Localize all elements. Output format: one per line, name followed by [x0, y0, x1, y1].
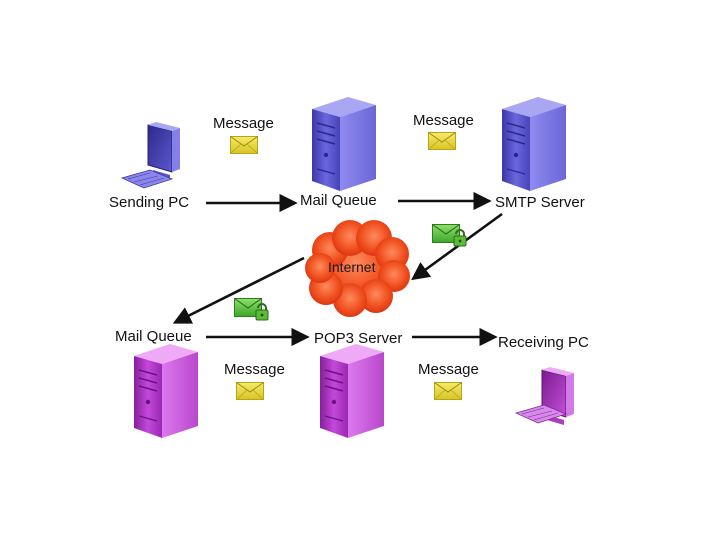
- sending-pc-computer-icon: [120, 122, 180, 189]
- message-label-4: Message: [418, 361, 479, 378]
- envelope-icon: [434, 382, 462, 400]
- message-label-3: Message: [224, 361, 285, 378]
- mail-queue-bottom-label: Mail Queue: [115, 328, 192, 345]
- envelope-icon: [428, 132, 456, 150]
- locked-envelope-icon: [234, 297, 269, 321]
- sending-pc-label: Sending PC: [109, 194, 190, 211]
- internet-label: Internet: [328, 259, 376, 275]
- envelope-icon: [230, 136, 258, 154]
- smtp-server-label: SMTP Server: [495, 194, 585, 211]
- receiving-pc-label: Receiving PC: [498, 334, 589, 351]
- mail-queue-bottom-server-icon: [133, 343, 199, 439]
- mail-queue-top-label: Mail Queue: [300, 192, 377, 209]
- receiving-pc-computer-icon: [514, 367, 574, 425]
- internet-cloud-icon: [305, 220, 410, 317]
- pop3-server-label: POP3 Server: [314, 330, 403, 347]
- message-label-1: Message: [213, 115, 274, 132]
- message-label-2: Message: [413, 112, 474, 129]
- envelope-icon: [236, 382, 264, 400]
- arrow-internet-to-queue: [172, 256, 305, 324]
- pop3-server-icon: [319, 343, 385, 439]
- locked-envelope-icon: [432, 223, 467, 247]
- smtp-server-icon: [501, 96, 567, 192]
- mail-queue-top-server-icon: [311, 96, 377, 192]
